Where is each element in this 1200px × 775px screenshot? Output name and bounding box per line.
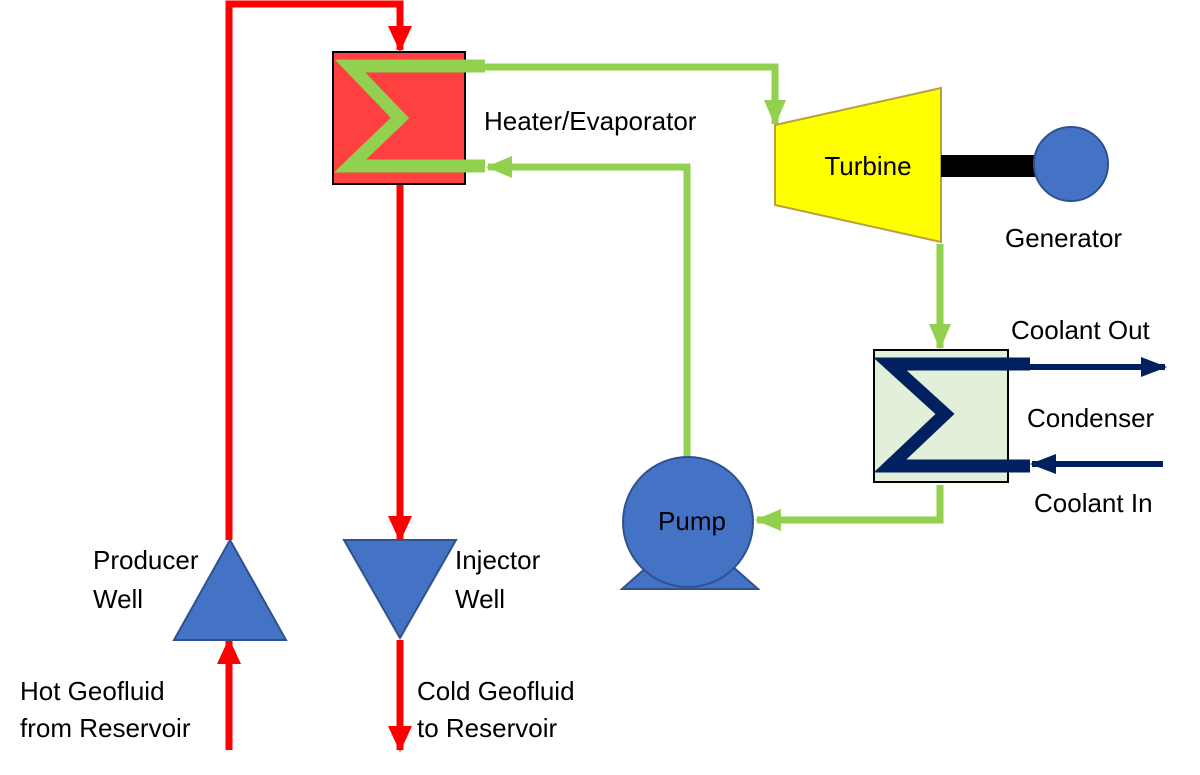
coolant-out-label: Coolant Out — [1011, 315, 1151, 345]
heater-evaporator-label: Heater/Evaporator — [484, 106, 697, 136]
coolant-in-label: Coolant In — [1034, 488, 1153, 518]
injector-well-shape — [342, 539, 458, 641]
heater-coil — [333, 59, 485, 173]
condenser-label: Condenser — [1027, 403, 1155, 433]
producer-well-label-line2: Well — [93, 584, 143, 614]
producer-well-label-line1: Producer — [93, 545, 199, 575]
condensate-to-pump-pipe — [755, 485, 944, 531]
hot-geofluid-label-line1: Hot Geofluid — [20, 676, 165, 706]
pump-shape — [622, 456, 754, 588]
turbine-shape — [774, 86, 942, 244]
cold-geofluid-label-line2: to Reservoir — [417, 713, 557, 743]
injector-well-label-line1: Injector — [455, 545, 541, 575]
pump-to-heater-pipe — [486, 156, 691, 457]
turbine-label: Turbine — [824, 151, 911, 181]
cold-geofluid-label-line1: Cold Geofluid — [417, 676, 575, 706]
turbine-shaft — [941, 155, 1035, 177]
generator-shape — [1033, 126, 1109, 202]
injector-well-label-line2: Well — [455, 584, 505, 614]
condenser-coil — [873, 357, 1030, 473]
hot-geofluid-label-line2: from Reservoir — [20, 713, 191, 743]
hot-geofluid-riser-pipe — [225, 0, 412, 540]
vapor-to-turbine-pipe — [485, 63, 786, 126]
generator-label: Generator — [1005, 223, 1122, 253]
producer-well-shape — [172, 537, 288, 641]
pump-label: Pump — [658, 506, 726, 536]
